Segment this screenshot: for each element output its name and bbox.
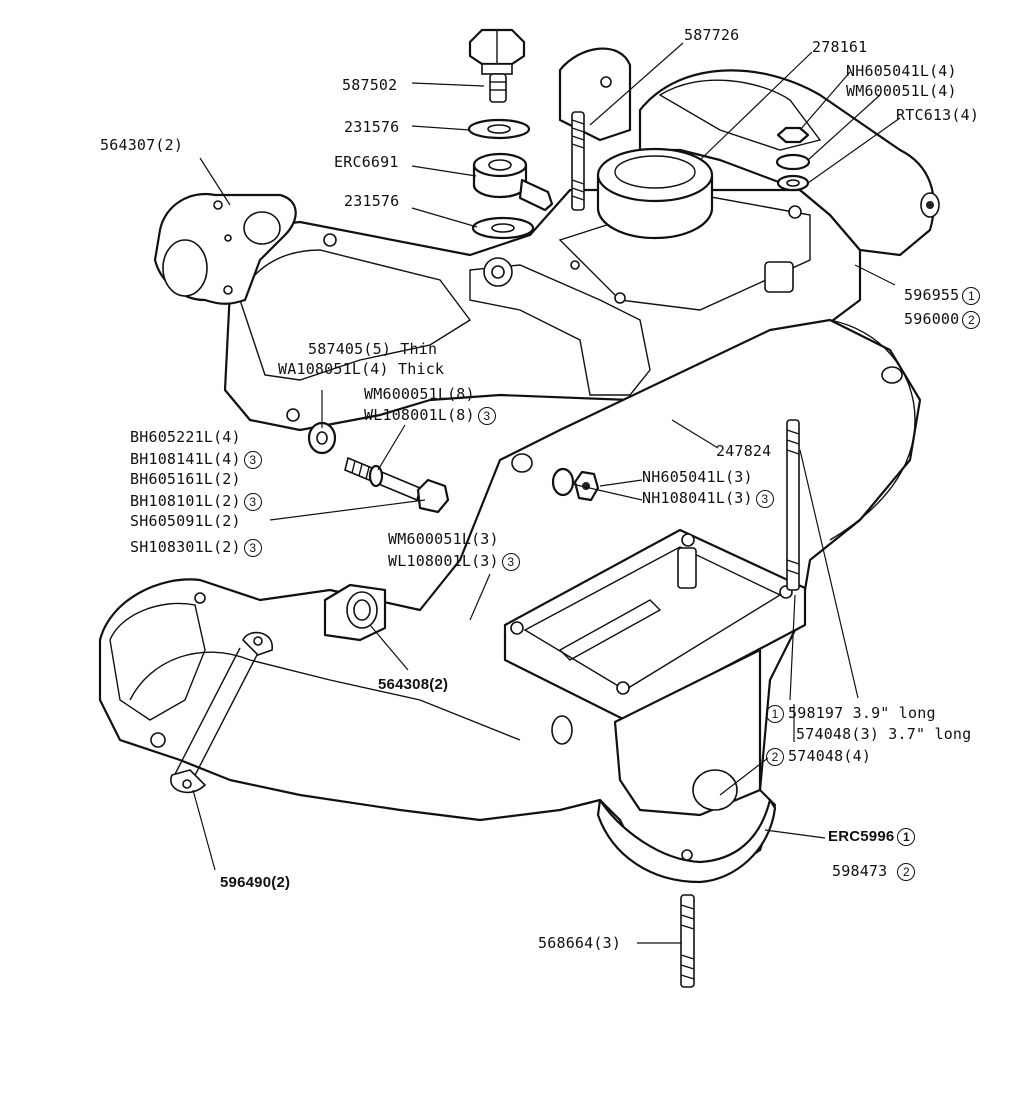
label-568664: 568664(3) xyxy=(538,934,622,952)
label-231576-top: 231576 xyxy=(344,118,400,136)
label-587405: 587405(5) Thin xyxy=(308,340,438,358)
label-wm600051l-8: WM600051L(8) xyxy=(364,385,475,403)
callout-2-icon: 2 xyxy=(766,747,784,766)
label-587726: 587726 xyxy=(684,26,740,44)
nuts-nh605041l3 xyxy=(551,467,600,502)
label-sh605091l: SH605091L(2) xyxy=(130,512,241,530)
label-wa108051l: WA108051L(4) Thick xyxy=(278,360,445,378)
label-wl108001l-8: WL108001L(8)3 xyxy=(364,406,496,425)
label-sh108301l-text: SH108301L(2) xyxy=(130,538,241,556)
label-nh108041l-3: NH108041L(3)3 xyxy=(642,489,774,508)
callout-3-icon: 3 xyxy=(243,492,262,511)
label-bh108101l-text: BH108101L(2) xyxy=(130,492,241,510)
label-nh605041l-4: NH605041L(4) xyxy=(846,62,957,80)
label-596490: 596490(2) xyxy=(220,874,291,891)
label-587502: 587502 xyxy=(342,76,398,94)
label-598473: 598473 2 xyxy=(832,862,916,881)
spacer-564308 xyxy=(323,583,387,642)
bolt-sh605091 xyxy=(307,421,450,514)
gasket-596490 xyxy=(170,631,273,794)
label-574048-3: 574048(3) 3.7" long xyxy=(796,725,972,743)
label-bh605221l: BH605221L(4) xyxy=(130,428,241,446)
label-247824: 247824 xyxy=(716,442,772,460)
label-wl108001l-8-text: WL108001L(8) xyxy=(364,406,475,424)
label-564308: 564308(2) xyxy=(378,676,449,693)
label-wl108001l-3: WL108001L(3)3 xyxy=(388,552,520,571)
leader-lines xyxy=(192,42,901,944)
label-231576-bottom: 231576 xyxy=(344,192,400,210)
label-erc6691: ERC6691 xyxy=(334,153,399,171)
label-278161: 278161 xyxy=(812,38,868,56)
label-bh108141l-text: BH108141L(4) xyxy=(130,450,241,468)
label-wm600051l-4: WM600051L(4) xyxy=(846,82,957,100)
callout-2-icon: 2 xyxy=(962,310,981,329)
stud-598197 xyxy=(786,419,800,591)
label-rtc613: RTC613(4) xyxy=(896,106,980,124)
label-596955-text: 596955 xyxy=(904,286,960,304)
callout-1-icon: 1 xyxy=(962,286,981,305)
label-nh108041l-3-text: NH108041L(3) xyxy=(642,489,753,507)
label-596000-text: 596000 xyxy=(904,310,960,328)
inlet-manifold xyxy=(223,47,940,432)
callout-2-icon: 2 xyxy=(897,862,916,881)
label-bh605161l: BH605161L(2) xyxy=(130,470,241,488)
callout-3-icon: 3 xyxy=(501,552,520,571)
label-598473-text: 598473 xyxy=(832,862,888,880)
callout-3-icon: 3 xyxy=(477,406,496,425)
gasket-564307 xyxy=(153,192,297,305)
label-598197-text: 598197 3.9" long xyxy=(788,704,936,722)
callout-3-icon: 3 xyxy=(243,450,262,469)
label-nh605041l-3: NH605041L(3) xyxy=(642,468,753,486)
label-sh108301l: SH108301L(2)3 xyxy=(130,538,262,557)
label-bh108101l: BH108101L(2)3 xyxy=(130,492,262,511)
callout-1-icon: 1 xyxy=(766,704,784,723)
label-wl108001l-3-text: WL108001L(3) xyxy=(388,552,499,570)
nut-washer-stack xyxy=(775,126,811,192)
label-erc5996-text: ERC5996 xyxy=(828,828,895,845)
exhaust-manifold xyxy=(98,318,922,884)
stud-587726 xyxy=(571,111,585,211)
callout-3-icon: 3 xyxy=(243,538,262,557)
label-564307: 564307(2) xyxy=(100,136,184,154)
label-wm600051l-3: WM600051L(3) xyxy=(388,530,499,548)
stud-568664 xyxy=(680,894,695,988)
label-574048-4-text: 574048(4) xyxy=(788,747,872,765)
callout-1-icon: 1 xyxy=(897,828,916,847)
label-bh108141l: BH108141L(4)3 xyxy=(130,450,262,469)
banjo-fitting-stack xyxy=(467,28,554,240)
callout-3-icon: 3 xyxy=(755,489,774,508)
